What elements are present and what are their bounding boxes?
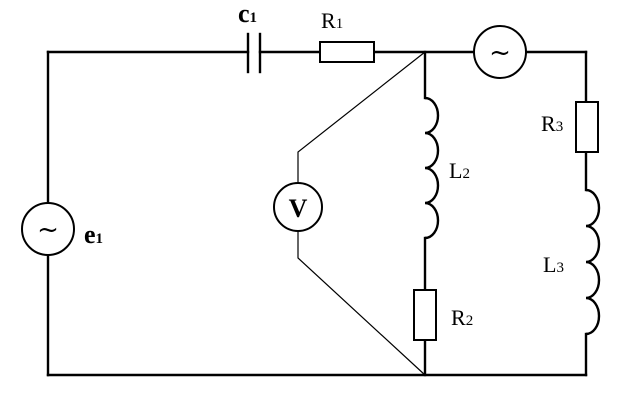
ac-source-e1-symbol: ~ — [37, 215, 59, 245]
resistor-r2: R2 — [413, 289, 473, 341]
ac-source-top-symbol: ~ — [489, 38, 511, 68]
voltmeter-lead-top — [297, 51, 426, 183]
voltmeter-lead-bottom — [297, 231, 426, 376]
voltmeter-circle — [273, 182, 323, 232]
label-l2: L2 — [449, 158, 470, 183]
ac-source-top-circle — [473, 25, 527, 79]
ac-source-e1: ~ e1 — [21, 202, 103, 256]
resistor-r2-body — [413, 289, 437, 341]
voltmeter-symbol: V — [289, 194, 308, 223]
label-e1: e1 — [84, 220, 103, 249]
wires — [46, 50, 588, 377]
resistor-r1-body — [319, 41, 375, 63]
resistor-r3-body — [575, 101, 599, 153]
voltmeter-leads — [297, 51, 426, 376]
resistor-r3: R3 — [541, 101, 599, 153]
voltmeter: V — [273, 182, 323, 232]
inductor-l3-coil — [585, 188, 601, 336]
inductor-l2-coil — [424, 96, 440, 240]
ac-source-e1-circle — [21, 202, 75, 256]
label-r1: R1 — [321, 8, 343, 33]
label-r3: R3 — [541, 111, 563, 136]
label-l3: L3 — [543, 252, 564, 277]
label-r2: R2 — [451, 305, 473, 330]
capacitor-c1: c1 — [238, 0, 262, 74]
inductor-l3: L3 — [543, 188, 601, 336]
resistor-r1: R1 — [319, 8, 375, 63]
inductor-l2: L2 — [424, 96, 470, 240]
ac-source-top: ~ — [473, 25, 527, 79]
label-c1: c1 — [238, 0, 257, 28]
